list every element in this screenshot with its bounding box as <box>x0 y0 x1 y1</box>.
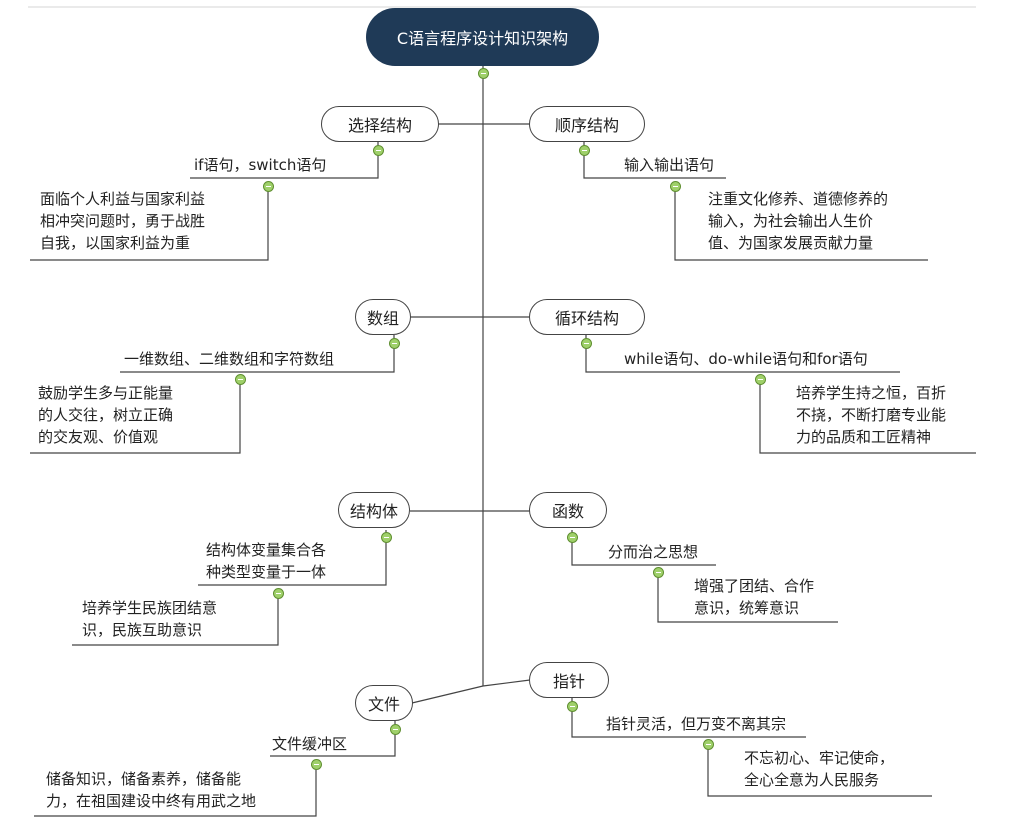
note-line: 注重文化修养、道德修养的 <box>708 190 889 208</box>
collapse-toggle-icon[interactable] <box>390 724 401 735</box>
note-line: 输入，为社会输出人生价 <box>708 212 874 230</box>
note-line: 培养学生持之恒，百折 <box>796 384 947 402</box>
note-perseverance[interactable]: 培养学生持之恒，百折 不挠，不断打磨专业能 力的品质和工匠精神 <box>796 382 946 448</box>
note-teamwork[interactable]: 增强了团结、合作 意识，统筹意识 <box>694 575 814 619</box>
collapse-toggle-icon[interactable] <box>581 338 592 349</box>
collapse-toggle-icon[interactable] <box>263 181 274 192</box>
topic-function[interactable]: 函数 <box>529 492 607 528</box>
collapse-toggle-icon[interactable] <box>670 181 681 192</box>
collapse-toggle-icon[interactable] <box>567 701 578 712</box>
topic-struct[interactable]: 结构体 <box>338 492 410 528</box>
note-line: 不忘初心、牢记使命， <box>744 749 895 767</box>
note-line: 面临个人利益与国家利益 <box>40 190 206 208</box>
collapse-toggle-icon[interactable] <box>653 567 664 578</box>
note-line: 种类型变量于一体 <box>206 563 327 581</box>
note-original-aspiration[interactable]: 不忘初心、牢记使命， 全心全意为人民服务 <box>744 747 894 791</box>
subtopic-array-types[interactable]: 一维数组、二维数组和字符数组 <box>124 350 335 368</box>
root-node[interactable]: C语言程序设计知识架构 <box>366 8 599 66</box>
note-line: 力，在祖国建设中终有用武之地 <box>46 792 257 810</box>
note-line: 相冲突问题时，勇于战胜 <box>40 212 206 230</box>
subtopic-if-switch[interactable]: if语句，switch语句 <box>194 156 327 174</box>
collapse-toggle-icon[interactable] <box>389 338 400 349</box>
note-line: 自我，以国家利益为重 <box>40 234 191 252</box>
collapse-toggle-icon[interactable] <box>373 145 384 156</box>
note-cultural-cultivation[interactable]: 注重文化修养、道德修养的 输入，为社会输出人生价 值、为国家发展贡献力量 <box>708 188 888 254</box>
subtopic-struct-vars[interactable]: 结构体变量集合各 种类型变量于一体 <box>206 539 326 583</box>
note-prepare-knowledge[interactable]: 储备知识，储备素养，储备能 力，在祖国建设中终有用武之地 <box>46 768 256 812</box>
note-line: 的人交往，树立正确 <box>38 406 174 424</box>
collapse-toggle-icon[interactable] <box>703 739 714 750</box>
note-line: 增强了团结、合作 <box>694 577 815 595</box>
collapse-toggle-icon[interactable] <box>567 532 578 543</box>
subtopic-divide-conquer[interactable]: 分而治之思想 <box>608 543 699 561</box>
note-line: 鼓励学生多与正能量 <box>38 384 174 402</box>
subtopic-io-statements[interactable]: 输入输出语句 <box>624 156 715 174</box>
note-national-interest[interactable]: 面临个人利益与国家利益 相冲突问题时，勇于战胜 自我，以国家利益为重 <box>40 188 205 254</box>
note-line: 意识，统筹意识 <box>694 599 800 617</box>
subtopic-file-buffer[interactable]: 文件缓冲区 <box>272 735 348 753</box>
subtopic-pointer-flexible[interactable]: 指针灵活，但万变不离其宗 <box>606 715 787 733</box>
note-line: 培养学生民族团结意 <box>82 599 218 617</box>
collapse-toggle-icon[interactable] <box>273 588 284 599</box>
note-line: 储备知识，储备素养，储备能 <box>46 770 242 788</box>
collapse-toggle-icon[interactable] <box>311 759 322 770</box>
note-ethnic-unity[interactable]: 培养学生民族团结意 识，民族互助意识 <box>82 597 217 641</box>
subtopic-loop-statements[interactable]: while语句、do-while语句和for语句 <box>624 350 868 368</box>
note-line: 力的品质和工匠精神 <box>796 428 932 446</box>
topic-file[interactable]: 文件 <box>355 685 413 721</box>
note-line: 结构体变量集合各 <box>206 541 327 559</box>
note-line: 全心全意为人民服务 <box>744 771 880 789</box>
note-positive-friends[interactable]: 鼓励学生多与正能量 的人交往，树立正确 的交友观、价值观 <box>38 382 173 448</box>
topic-selection-structure[interactable]: 选择结构 <box>321 106 439 142</box>
collapse-toggle-icon[interactable] <box>579 145 590 156</box>
note-line: 识，民族互助意识 <box>82 621 203 639</box>
collapse-toggle-icon[interactable] <box>381 532 392 543</box>
topic-pointer[interactable]: 指针 <box>529 662 609 698</box>
topic-loop-structure[interactable]: 循环结构 <box>529 299 645 335</box>
collapse-toggle-icon[interactable] <box>235 374 246 385</box>
topic-array[interactable]: 数组 <box>355 299 411 335</box>
note-line: 值、为国家发展贡献力量 <box>708 234 874 252</box>
collapse-toggle-icon[interactable] <box>478 68 489 79</box>
collapse-toggle-icon[interactable] <box>755 374 766 385</box>
note-line: 的交友观、价值观 <box>38 428 159 446</box>
topic-sequence-structure[interactable]: 顺序结构 <box>529 106 645 142</box>
note-line: 不挠，不断打磨专业能 <box>796 406 947 424</box>
